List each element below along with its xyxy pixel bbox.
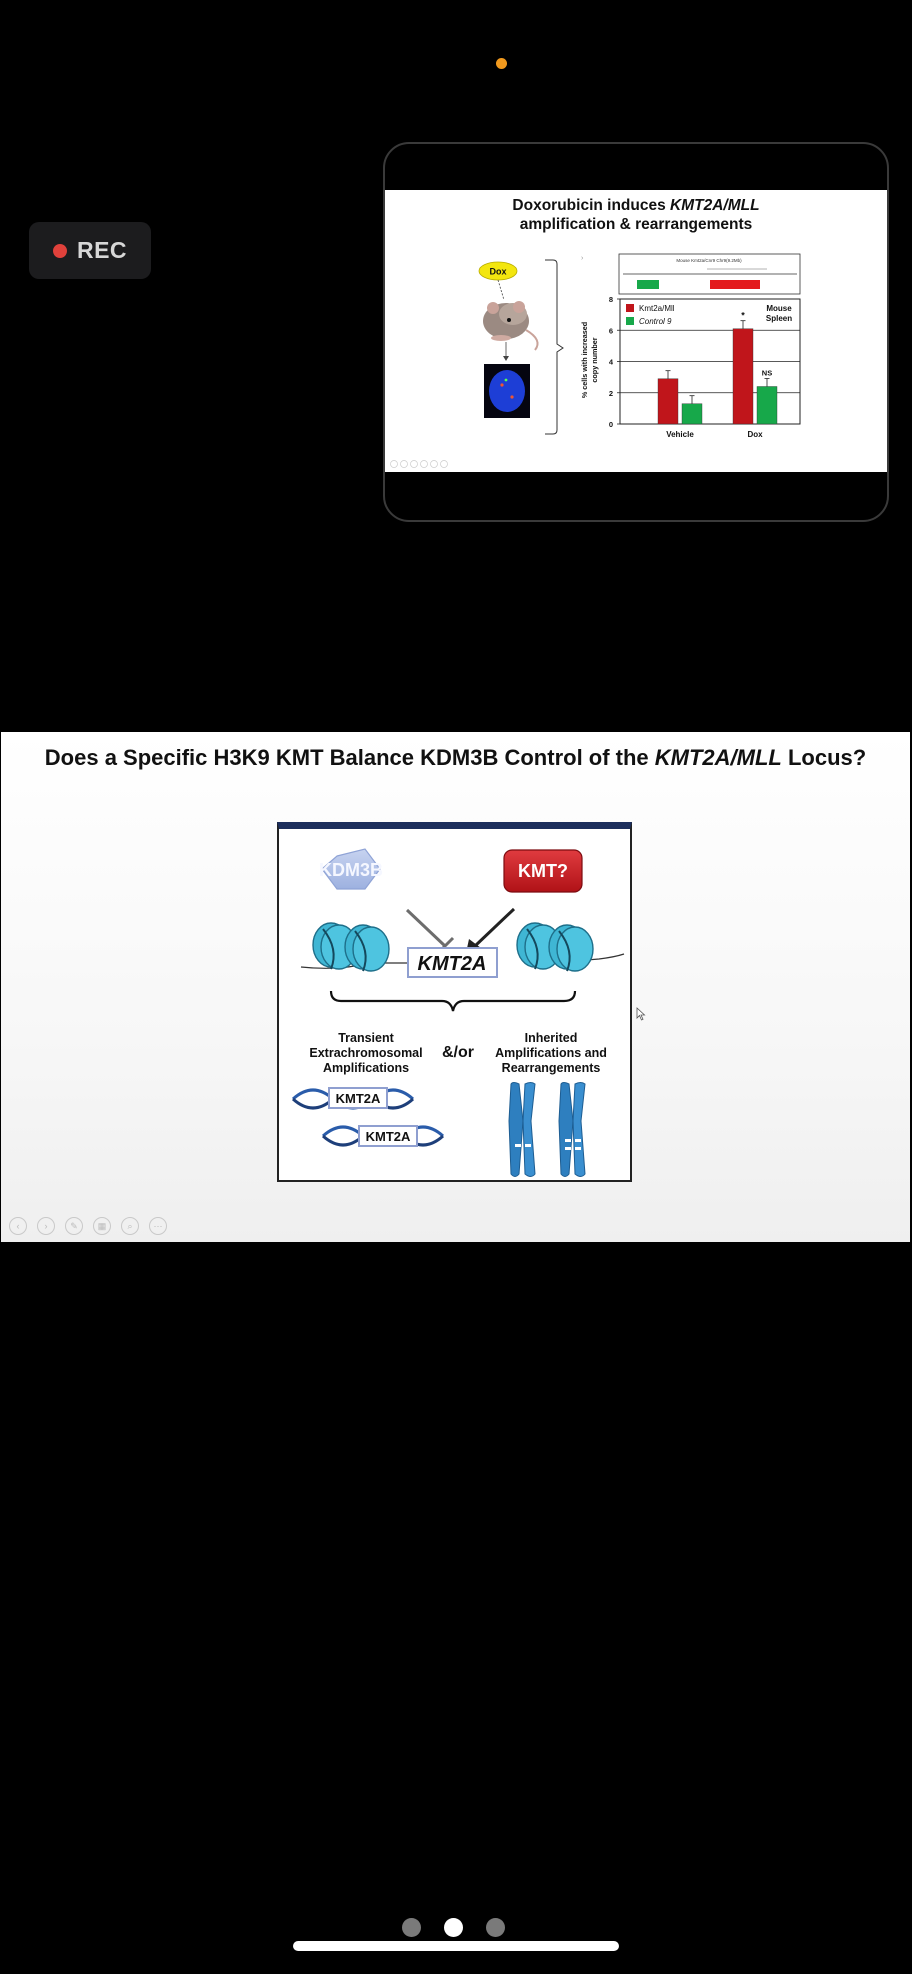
y-axis-label-line1: % cells with increased [580, 322, 589, 398]
kdm3b-label: KDM3B [319, 860, 383, 880]
y-tick-label-6: 6 [609, 326, 613, 335]
bar-vehicle-1 [681, 403, 703, 425]
kmt-label: KMT? [518, 861, 568, 881]
kmt2a-diagram: KDM3B KMT? [291, 848, 625, 1177]
nucleosome-right [516, 922, 594, 972]
andor-label: &/or [442, 1044, 474, 1061]
legend-swatch-control9 [626, 317, 634, 325]
bar-dox-1 [756, 386, 778, 425]
main-slide-title: Does a Specific H3K9 KMT Balance KDM3B C… [44, 745, 867, 770]
annotation-mouse: Mouse [766, 304, 792, 313]
previous-slide-icon[interactable]: ‹ [9, 1217, 27, 1235]
right-caption-line3: Rearrangements [502, 1061, 601, 1075]
y-axis-label-line2: copy number [590, 337, 599, 382]
pen-icon[interactable]: ✎ [65, 1217, 83, 1235]
kmt2a-locus-box [407, 947, 498, 978]
dna-helix-1: KMT2A [291, 1087, 415, 1110]
significance-ns: NS [762, 369, 772, 378]
pip-slide: Doxorubicin induces KMT2A/MLL amplificat… [385, 190, 887, 472]
slide-controls: ‹ › ✎ ▦ ⌕ ⋯ [9, 1217, 167, 1235]
y-tick-label-2: 2 [609, 389, 613, 398]
y-tick-label-0: 0 [609, 420, 613, 429]
record-icon [52, 243, 67, 258]
significance-star: * [741, 311, 745, 321]
bar-dox-0 [732, 328, 754, 425]
brace [329, 990, 577, 1012]
more-options-icon[interactable]: ⋯ [149, 1217, 167, 1235]
y-tick-label-4: 4 [609, 358, 614, 367]
right-caption-line1: Inherited [525, 1031, 578, 1045]
mouse-cursor-icon [636, 1007, 646, 1021]
page-dot-2[interactable] [444, 1918, 463, 1937]
dna-label-1: KMT2A [336, 1091, 381, 1106]
pip-figure: Dox › [390, 253, 801, 468]
rec-label: REC [76, 237, 128, 263]
annotation-spleen: Spleen [766, 314, 792, 323]
legend-label-kmt2a: Kmt2a/Mll [639, 304, 675, 313]
kdm3b-shape [321, 848, 381, 890]
gene-map-inset: Mouse Kmt2a/Cnr9 Chr9(9.2Mb) [618, 253, 801, 295]
kmt2a-figure: KDM3B KMT? [277, 822, 632, 1182]
left-caption-line1: Transient [338, 1031, 394, 1045]
left-caption-line3: Amplifications [323, 1061, 409, 1075]
home-indicator[interactable] [293, 1941, 619, 1951]
picture-in-picture-window[interactable]: Doxorubicin induces KMT2A/MLL amplificat… [383, 142, 889, 522]
pip-slide-title: Doxorubicin induces KMT2A/MLL amplificat… [512, 197, 760, 233]
page-dot-1[interactable] [402, 1918, 421, 1937]
page-indicator [402, 1918, 505, 1937]
mouse-image [483, 301, 539, 351]
pip-slide-controls [390, 460, 448, 468]
nucleus-fish-image [484, 364, 530, 418]
y-tick-label-8: 8 [609, 295, 613, 304]
page-dot-3[interactable] [486, 1918, 505, 1937]
left-caption-line2: Extrachromosomal [309, 1046, 422, 1060]
nucleosome-left [312, 922, 390, 972]
slides-grid-icon[interactable]: ▦ [93, 1217, 111, 1235]
zoom-icon[interactable]: ⌕ [121, 1217, 139, 1235]
chromosome-2 [558, 1082, 586, 1177]
legend-swatch-kmt2a [626, 304, 634, 312]
svg-text:›: › [581, 255, 584, 262]
chromosome-1 [508, 1082, 536, 1177]
dox-label: Dox [489, 267, 506, 277]
recording-indicator-dot [496, 58, 507, 69]
kmt-shape [503, 849, 583, 893]
next-slide-icon[interactable]: › [37, 1217, 55, 1235]
dna-label-2: KMT2A [366, 1129, 411, 1144]
bar-vehicle-0 [657, 378, 679, 425]
right-caption-line2: Amplifications and [495, 1046, 607, 1060]
x-tick-label-dox: Dox [747, 430, 763, 439]
rec-badge[interactable]: REC [29, 222, 151, 279]
kmt2a-locus-label: KMT2A [418, 953, 487, 975]
main-slide: Does a Specific H3K9 KMT Balance KDM3B C… [1, 732, 910, 1242]
svg-text:Mouse Kmt2a/Cnr9 Chr9(9.2Mb): Mouse Kmt2a/Cnr9 Chr9(9.2Mb) [676, 258, 742, 263]
dna-helix-2: KMT2A [321, 1125, 445, 1147]
x-tick-label-vehicle: Vehicle [666, 430, 694, 439]
legend-label-control9: Control 9 [639, 317, 672, 326]
